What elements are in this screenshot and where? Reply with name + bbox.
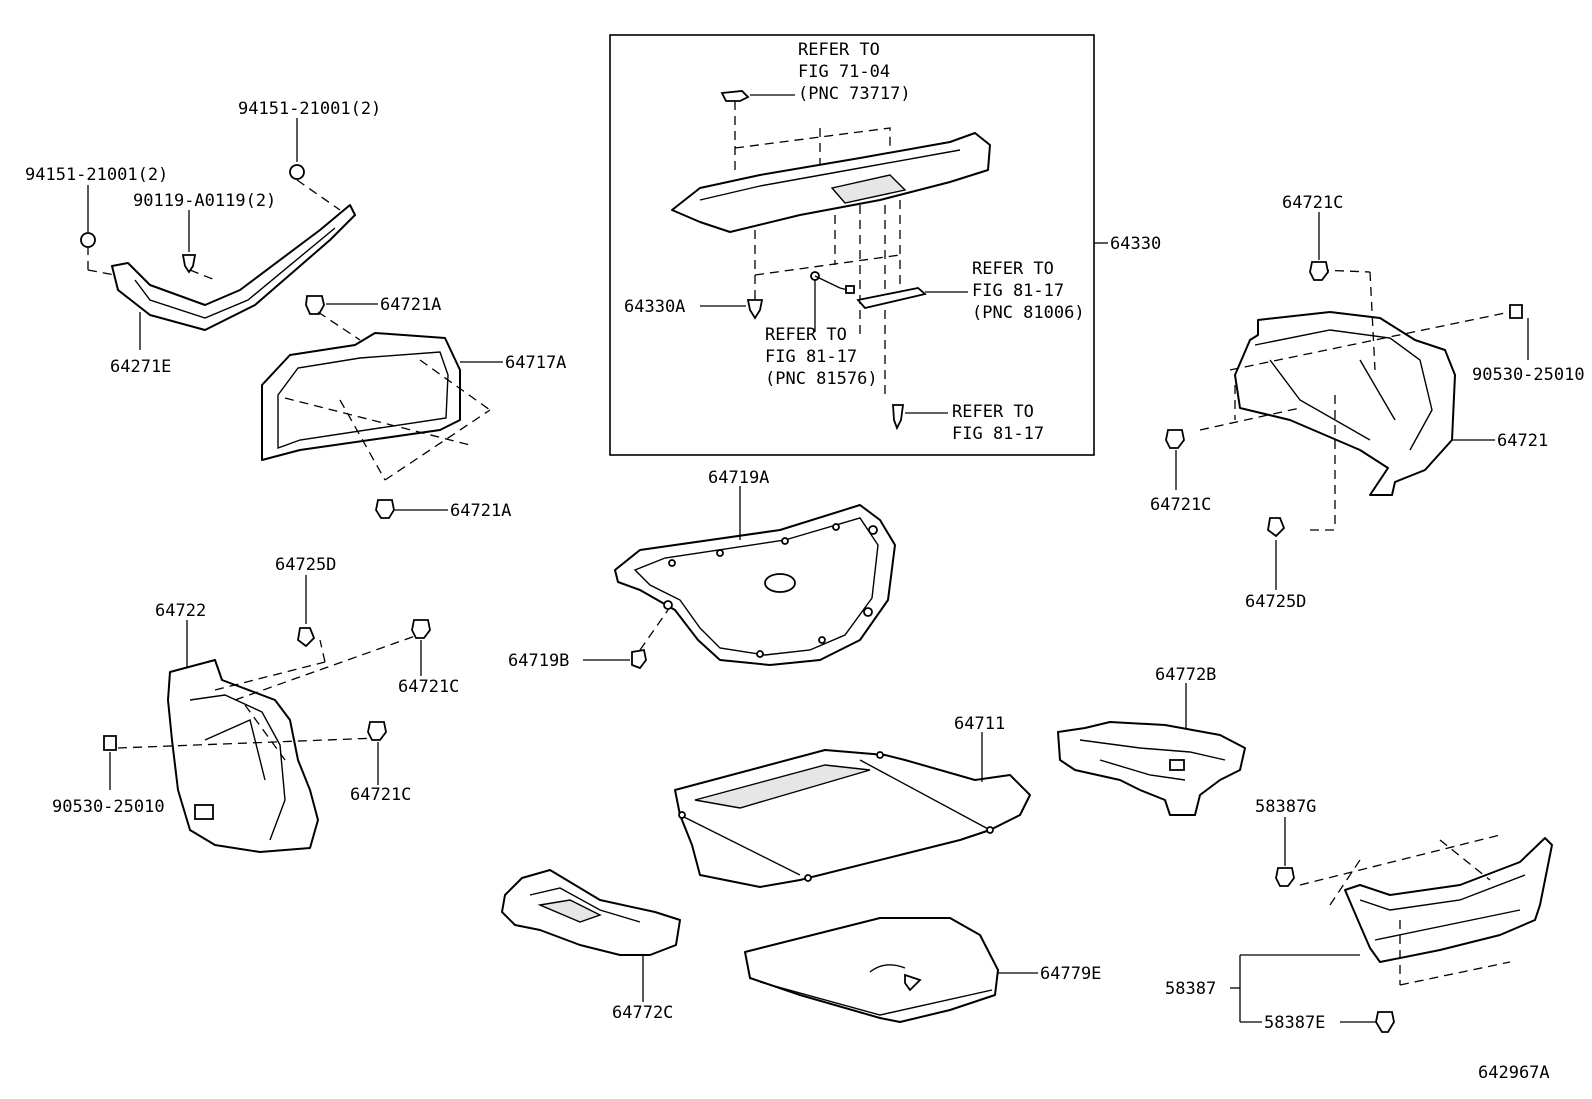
label-64721A-bottom: 64721A: [450, 501, 511, 521]
spacer-block-64772B: [1057, 721, 1246, 816]
label-58387G: 58387G: [1255, 797, 1316, 817]
refer-text-top-1: REFER TO: [798, 40, 880, 60]
clip-94151-left: [80, 232, 96, 248]
label-90530-left: 90530-25010: [52, 797, 165, 817]
fastener-64721A-top: [305, 295, 361, 341]
refer-text-mid-left-2: FIG 81-17: [765, 347, 857, 367]
lamp-bar-pnc-81006: [856, 287, 927, 309]
clip-64725D-right: [1267, 517, 1286, 538]
label-90119: 90119-A0119(2): [133, 191, 276, 211]
fastener-64721C-mid: [1165, 429, 1185, 449]
label-64330A: 64330A: [624, 297, 685, 317]
label-64721A-top: 64721A: [380, 295, 441, 315]
trim-rail-64271E: [87, 179, 356, 331]
trunk-lid-liner-64719A: [614, 504, 896, 666]
fastener-64721A-bottom: [375, 499, 395, 519]
label-64772B: 64772B: [1155, 665, 1216, 685]
label-64721C-left-2: 64721C: [350, 785, 411, 805]
label-64711: 64711: [954, 714, 1005, 734]
trunk-mat-64711: [674, 749, 1031, 888]
label-64725D-right: 64725D: [1245, 592, 1306, 612]
refer-text-mid-left-1: REFER TO: [765, 325, 847, 345]
figure-id: 642967A: [1478, 1063, 1550, 1083]
screw-fig-81-17: [892, 404, 905, 431]
label-58387E: 58387E: [1264, 1013, 1325, 1033]
spacer-block-64772C: [501, 869, 681, 956]
label-64717A: 64717A: [505, 353, 566, 373]
label-64721C-left-1: 64721C: [398, 677, 459, 697]
label-64719A: 64719A: [708, 468, 769, 488]
label-64725D-left: 64725D: [275, 555, 336, 575]
clip-90530-right: [1509, 304, 1523, 319]
refer-text-mid-right-1: REFER TO: [972, 259, 1054, 279]
fastener-58387G: [1275, 867, 1295, 887]
screw-90119: [181, 254, 197, 274]
clip-94151-right: [289, 164, 305, 180]
label-64722: 64722: [155, 601, 206, 621]
label-90530-right: 90530-25010: [1472, 365, 1585, 385]
refer-text-bottom-2: FIG 81-17: [952, 424, 1044, 444]
label-64719B: 64719B: [508, 651, 569, 671]
fastener-64721C-left-1: [411, 619, 431, 639]
clip-pnc-73717: [720, 90, 750, 170]
rear-trim-58387: [1299, 834, 1553, 986]
panel-64717A: [261, 332, 491, 481]
clip-90530-left: [103, 735, 117, 751]
fastener-64330A: [746, 299, 764, 320]
fastener-64721C-left-2: [367, 721, 387, 741]
label-64779E: 64779E: [1040, 964, 1101, 984]
clip-64725D-left: [297, 627, 316, 648]
label-94151-left: 94151-21001(2): [25, 165, 168, 185]
label-64721C-top: 64721C: [1282, 193, 1343, 213]
package-tray-64330: [671, 127, 991, 400]
refer-text-top-3: (PNC 73717): [798, 84, 911, 104]
wire-pnc-81576: [810, 271, 855, 332]
label-94151-right: 94151-21001(2): [238, 99, 381, 119]
package-tray-inset-box: [609, 34, 1095, 456]
label-64330: 64330: [1110, 234, 1161, 254]
fastener-64721C-top: [1309, 261, 1329, 281]
refer-text-top-2: FIG 71-04: [798, 62, 890, 82]
refer-text-mid-right-2: FIG 81-17: [972, 281, 1064, 301]
label-64721C-mid: 64721C: [1150, 495, 1211, 515]
label-64772C: 64772C: [612, 1003, 673, 1023]
label-64271E: 64271E: [110, 357, 171, 377]
clip-64719B: [631, 609, 669, 670]
refer-text-mid-right-3: (PNC 81006): [972, 303, 1085, 323]
floor-board-64779E: [744, 917, 999, 1023]
refer-text-mid-left-3: (PNC 81576): [765, 369, 878, 389]
side-trim-64721: [1199, 269, 1511, 531]
fastener-58387E: [1375, 1011, 1395, 1033]
label-64721: 64721: [1497, 431, 1548, 451]
refer-text-bottom-1: REFER TO: [952, 402, 1034, 422]
side-trim-64722: [117, 634, 419, 853]
label-58387: 58387: [1165, 979, 1216, 999]
